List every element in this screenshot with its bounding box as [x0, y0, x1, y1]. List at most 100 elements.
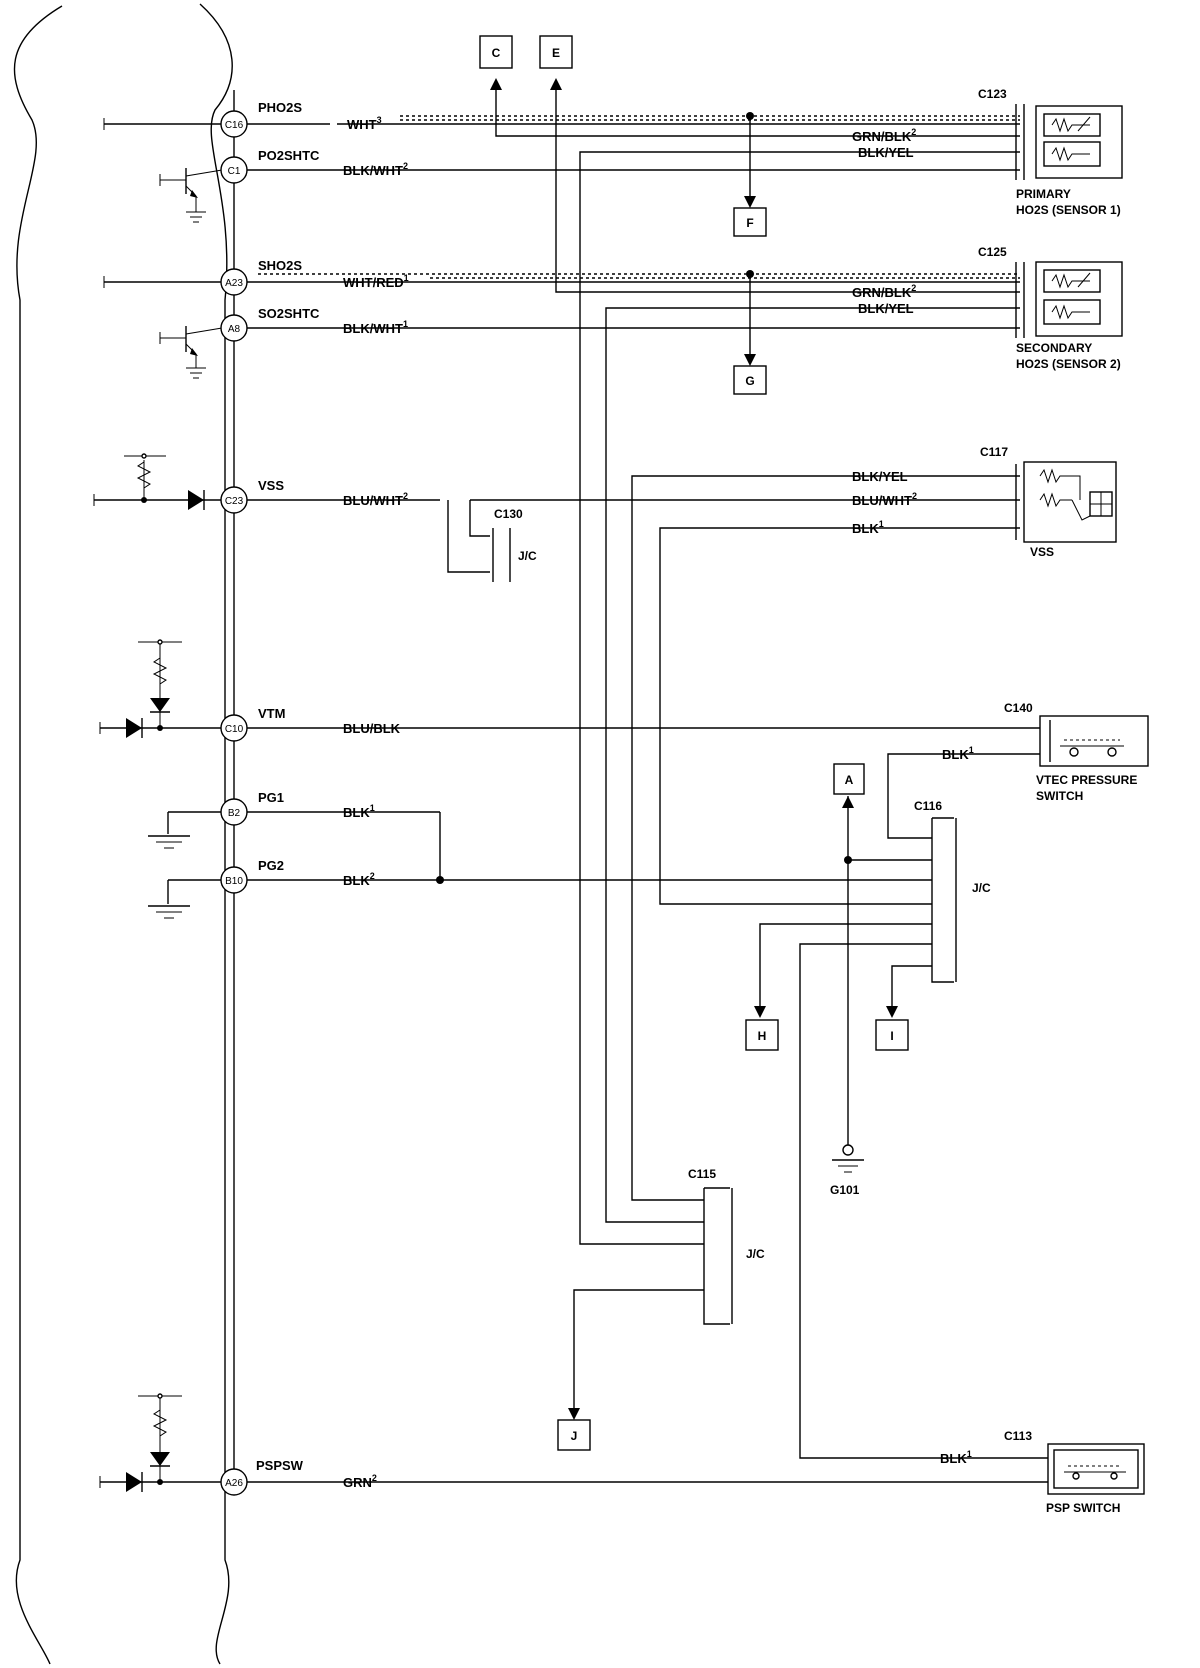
wire-label-blk-wht-1: BLK/WHT1 — [343, 319, 408, 336]
pin-name-vtm: VTM — [258, 706, 285, 721]
pin-b10 — [220, 866, 248, 894]
wire-label-blk-wht: BLK/WHT2 — [343, 161, 408, 178]
pin-circles: C16 C1 A23 A8 C23 C10 B2 B10 A26 — [220, 110, 248, 1496]
ref-box-g — [733, 365, 767, 395]
pin-c16 — [220, 110, 248, 138]
psp-switch-label: PSP SWITCH — [1046, 1501, 1120, 1515]
ref-box-i — [875, 1019, 909, 1051]
psp-switch: C113 PSP SWITCH — [1004, 1429, 1145, 1515]
primary-label-1: PRIMARY — [1016, 187, 1071, 201]
primary-label-2: HO2S (SENSOR 1) — [1016, 203, 1121, 217]
pin-c1 — [220, 156, 248, 184]
svg-text:H: H — [758, 1029, 767, 1043]
wire-label-blk-pg2: BLK2 — [343, 871, 375, 888]
vtec-pressure-switch: C140 VTEC PRESSURE SWITCH — [1004, 701, 1149, 803]
svg-text:BLK1: BLK1 — [940, 1449, 972, 1466]
connector-c117: C117 — [980, 445, 1008, 459]
svg-text:G: G — [745, 374, 754, 388]
svg-text:BLK/YEL: BLK/YEL — [858, 301, 914, 316]
vss-circuit: VSS BLU/WHT2 C130 J/C — [93, 453, 1020, 582]
svg-text:C16: C16 — [225, 120, 244, 131]
connector-c115: C115 — [688, 1167, 716, 1181]
pin-name-pspsw: PSPSW — [256, 1458, 304, 1473]
reference-boxes: C E F G A H I J — [479, 35, 909, 1451]
wire-label-wht: WHT3 — [347, 115, 382, 132]
ground-g101: G101 — [830, 1144, 864, 1197]
junction-c115: C115 J/C — [688, 1167, 765, 1325]
svg-text:A23: A23 — [225, 278, 243, 289]
secondary-label-1: SECONDARY — [1016, 341, 1092, 355]
pin-b2 — [220, 798, 248, 826]
po2shtc-circuit: PO2SHTC BLK/WHT2 — [159, 148, 1020, 223]
ref-box-c — [479, 35, 513, 69]
jc-c115-label: J/C — [746, 1247, 765, 1261]
svg-text:I: I — [890, 1029, 893, 1043]
svg-text:C: C — [492, 46, 501, 60]
svg-text:C10: C10 — [225, 724, 244, 735]
pin-name-vss: VSS — [258, 478, 284, 493]
g101-label: G101 — [830, 1183, 860, 1197]
sensor-wire-labels: GRN/BLK2 BLK/YEL GRN/BLK2 BLK/YEL BLK/YE… — [852, 127, 974, 1466]
svg-text:BLK/YEL: BLK/YEL — [858, 145, 914, 160]
jc-c130-label: J/C — [518, 549, 537, 563]
pg-ground-circuit: PG1 BLK1 PG2 BLK2 — [148, 790, 932, 919]
svg-text:C23: C23 — [225, 496, 244, 507]
connector-c123: C123 — [978, 87, 1007, 101]
pspsw-circuit: PSPSW GRN2 — [99, 1393, 1050, 1492]
svg-text:B2: B2 — [228, 808, 241, 819]
ecm-unit-outline — [13, 3, 233, 1665]
svg-text:A26: A26 — [225, 1478, 243, 1489]
connector-c116: C116 — [914, 799, 942, 813]
svg-text:E: E — [552, 46, 560, 60]
sho2s-circuit: SHO2S WHT/RED1 — [103, 258, 1020, 290]
ref-box-a — [833, 763, 865, 795]
connector-c125: C125 — [978, 245, 1007, 259]
pho2s-circuit: PHO2S WHT3 — [103, 100, 1020, 132]
pin-name-so2shtc: SO2SHTC — [258, 306, 320, 321]
svg-text:BLK/YEL: BLK/YEL — [852, 469, 908, 484]
wire-label-blk-pg1: BLK1 — [343, 803, 375, 820]
svg-text:BLK1: BLK1 — [942, 745, 974, 762]
pin-name-pho2s: PHO2S — [258, 100, 302, 115]
pin-name-pg1: PG1 — [258, 790, 284, 805]
vss-sensor-label: VSS — [1030, 545, 1054, 559]
secondary-label-2: HO2S (SENSOR 2) — [1016, 357, 1121, 371]
pin-a23 — [220, 268, 248, 296]
vtec-label-2: SWITCH — [1036, 789, 1083, 803]
connector-c130: C130 — [494, 507, 523, 521]
svg-text:A: A — [845, 773, 854, 787]
wire-label-blu-wht: BLU/WHT2 — [343, 491, 408, 508]
wire-label-wht-red: WHT/RED1 — [343, 273, 409, 290]
svg-text:BLK1: BLK1 — [852, 519, 884, 536]
pin-c10 — [220, 714, 248, 742]
pin-name-pg2: PG2 — [258, 858, 284, 873]
vtec-label-1: VTEC PRESSURE — [1036, 773, 1137, 787]
pin-name-po2shtc: PO2SHTC — [258, 148, 320, 163]
svg-text:A8: A8 — [228, 324, 241, 335]
vtm-circuit: VTM BLU/BLK — [99, 639, 1040, 738]
pin-c23 — [220, 486, 248, 514]
secondary-ho2s-sensor: C125 SECONDARY HO2S (SENSOR 2) — [978, 245, 1123, 371]
svg-text:B10: B10 — [225, 876, 243, 887]
ref-box-j — [557, 1419, 591, 1451]
wire-label-blu-blk: BLU/BLK — [343, 721, 401, 736]
pin-a8 — [220, 314, 248, 342]
ref-box-f — [733, 207, 767, 237]
routing-wires — [490, 78, 1050, 1459]
so2shtc-circuit: SO2SHTC BLK/WHT1 — [159, 306, 1020, 379]
connector-c140: C140 — [1004, 701, 1033, 715]
ref-box-e — [539, 35, 573, 69]
svg-text:F: F — [746, 216, 753, 230]
svg-text:J: J — [571, 1429, 578, 1443]
ref-box-h — [745, 1019, 779, 1051]
primary-ho2s-sensor: C123 PRIMARY HO2S (SENSOR 1) — [978, 87, 1123, 217]
pin-name-sho2s: SHO2S — [258, 258, 302, 273]
junction-c116: C116 J/C — [914, 799, 991, 983]
svg-text:C1: C1 — [228, 166, 241, 177]
jc-c116-label: J/C — [972, 881, 991, 895]
svg-text:BLU/WHT2: BLU/WHT2 — [852, 491, 917, 508]
svg-text:GRN/BLK2: GRN/BLK2 — [852, 283, 916, 300]
connector-c113: C113 — [1004, 1429, 1032, 1443]
wire-label-grn: GRN2 — [343, 1473, 377, 1490]
